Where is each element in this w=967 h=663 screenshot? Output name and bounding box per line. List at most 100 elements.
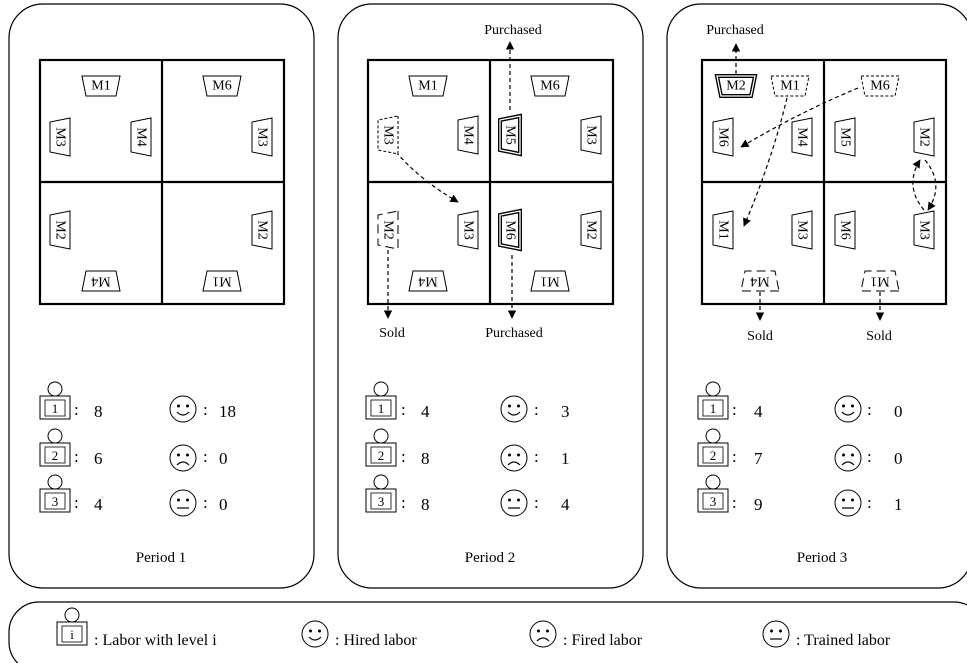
trained-row: : 1 bbox=[834, 489, 903, 517]
svg-text::: : bbox=[732, 493, 737, 512]
fired-row: : 0 bbox=[169, 444, 228, 472]
svg-text:M6: M6 bbox=[540, 79, 559, 94]
machine: M1 bbox=[530, 270, 570, 292]
period-1-grid bbox=[38, 58, 286, 306]
smiley-icon bbox=[169, 395, 197, 423]
svg-text:3: 3 bbox=[52, 494, 59, 509]
labor-level-2-row: 2 : 6 bbox=[39, 428, 103, 468]
legend-trained-label: : Trained labor bbox=[796, 632, 891, 649]
svg-text::: : bbox=[203, 400, 208, 419]
frown-icon bbox=[834, 444, 862, 472]
svg-text:M5: M5 bbox=[503, 125, 518, 144]
trained-row: : 0 bbox=[169, 489, 228, 517]
sold-label: Sold bbox=[747, 329, 773, 344]
svg-text:M5: M5 bbox=[838, 127, 853, 146]
machine-removed: M3 bbox=[377, 115, 399, 155]
legend: i : Labor with level i : Hired labor : F… bbox=[8, 601, 967, 663]
svg-text:M3: M3 bbox=[53, 127, 68, 146]
svg-text::: : bbox=[74, 493, 79, 512]
machine-sold: M4 bbox=[740, 270, 780, 292]
svg-text::: : bbox=[74, 447, 79, 466]
movement-arrows bbox=[731, 43, 937, 321]
machine-new: M6 bbox=[498, 208, 522, 252]
trained-row: : 4 bbox=[500, 489, 570, 517]
machine-new: M2 bbox=[714, 74, 758, 98]
legend-neutral-face-icon bbox=[762, 620, 790, 648]
labor-level-2-row: 2 : 7 bbox=[697, 428, 763, 468]
svg-text::: : bbox=[401, 400, 406, 419]
svg-text:M6: M6 bbox=[503, 220, 518, 239]
svg-text:3: 3 bbox=[378, 494, 385, 509]
machine: M3 bbox=[251, 117, 273, 157]
relocation-arrow bbox=[395, 151, 459, 203]
machine: M4 bbox=[130, 117, 152, 157]
svg-text:M4: M4 bbox=[750, 274, 769, 289]
labor-level-3-row: 3 : 9 bbox=[697, 474, 763, 514]
period-3-panel: M2 M1 M6 M4 M6 M5 M2 M1 bbox=[666, 3, 967, 589]
period-2-frame bbox=[337, 3, 644, 589]
svg-text:M1: M1 bbox=[870, 274, 889, 289]
worker-icon: 1 bbox=[39, 381, 71, 420]
labor-level-1-row: 1 : 4 bbox=[365, 381, 430, 421]
machine: M3 bbox=[791, 210, 813, 250]
svg-text::: : bbox=[74, 400, 79, 419]
machine: M6 bbox=[530, 75, 570, 97]
svg-text:8: 8 bbox=[421, 495, 430, 514]
svg-text::: : bbox=[203, 447, 208, 466]
labor-level-2-row: 2 : 8 bbox=[365, 428, 430, 468]
svg-text:M3: M3 bbox=[461, 220, 476, 239]
svg-text:M2: M2 bbox=[726, 79, 745, 94]
machine: M2 bbox=[251, 210, 273, 250]
purchased-label: Purchased bbox=[484, 23, 542, 38]
machine-relocated: M6 bbox=[712, 117, 734, 157]
svg-text:M2: M2 bbox=[381, 220, 396, 239]
worker-icon: 1 bbox=[365, 381, 397, 420]
relocation-arrow bbox=[740, 87, 859, 148]
worker-icon: 3 bbox=[365, 474, 397, 513]
svg-text:M3: M3 bbox=[381, 125, 396, 144]
hired-row: : 18 bbox=[169, 395, 236, 423]
legend-worker-label: : Labor with level i bbox=[94, 632, 217, 649]
svg-text:1: 1 bbox=[561, 449, 570, 468]
worker-icon: 2 bbox=[365, 428, 397, 467]
svg-text::: : bbox=[534, 400, 539, 419]
svg-text:0: 0 bbox=[219, 449, 228, 468]
sold-label: Sold bbox=[379, 326, 405, 341]
period-1-panel: M1 M3 M4 M6 M3 M2 M4 M2 bbox=[8, 3, 315, 589]
svg-text:8: 8 bbox=[421, 449, 430, 468]
svg-text:0: 0 bbox=[894, 402, 903, 421]
purchased-label: Purchased bbox=[485, 326, 543, 341]
purchased-label: Purchased bbox=[706, 23, 764, 38]
neutral-face-icon bbox=[500, 489, 528, 517]
legend-fired-label: : Fired labor bbox=[563, 632, 643, 649]
sold-label: Sold bbox=[866, 329, 892, 344]
legend-hired-label: : Hired labor bbox=[335, 632, 417, 649]
frown-icon bbox=[500, 444, 528, 472]
machine: M4 bbox=[791, 117, 813, 157]
period-title: Period 3 bbox=[797, 550, 847, 566]
machine: M3 bbox=[49, 117, 71, 157]
svg-text:M3: M3 bbox=[917, 220, 932, 239]
swap-arrow bbox=[912, 159, 925, 211]
period-title: Period 1 bbox=[136, 550, 186, 566]
movement-arrows bbox=[383, 41, 517, 319]
svg-text::: : bbox=[534, 447, 539, 466]
labor-level-3-row: 3 : 4 bbox=[39, 474, 103, 514]
svg-text::: : bbox=[401, 493, 406, 512]
machine: M4 bbox=[81, 270, 121, 292]
svg-text:6: 6 bbox=[94, 449, 103, 468]
labor-level-3-row: 3 : 8 bbox=[365, 474, 430, 514]
machine: M1 bbox=[81, 75, 121, 97]
svg-text:2: 2 bbox=[378, 448, 385, 463]
machine-removed: M1 bbox=[770, 75, 810, 97]
machine: M2 bbox=[580, 210, 602, 250]
svg-text:9: 9 bbox=[754, 495, 763, 514]
svg-text:M1: M1 bbox=[418, 79, 437, 94]
machine: M2 bbox=[49, 210, 71, 250]
svg-text:M3: M3 bbox=[255, 127, 270, 146]
legend-worker-icon: i bbox=[56, 607, 88, 646]
smiley-icon bbox=[834, 395, 862, 423]
svg-text:M2: M2 bbox=[53, 220, 68, 239]
svg-text:4: 4 bbox=[421, 402, 430, 421]
machine-removed: M6 bbox=[860, 75, 900, 97]
